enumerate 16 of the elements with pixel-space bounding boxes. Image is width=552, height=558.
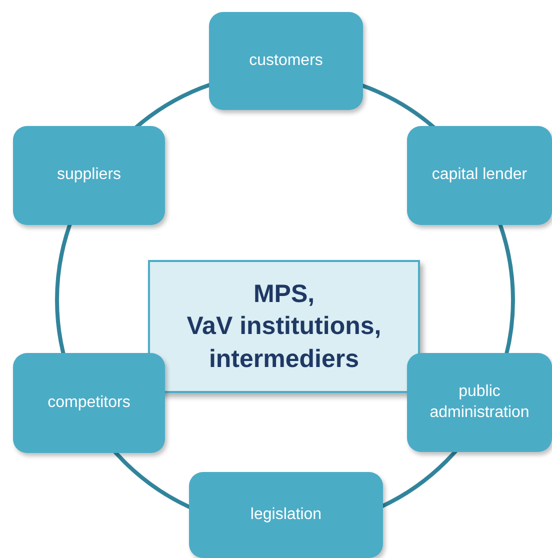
node-text: customers	[249, 50, 323, 71]
node-text: MPS,	[253, 278, 315, 310]
stakeholder-box	[407, 126, 552, 225]
node-text: intermediers	[208, 344, 360, 375]
node-text: suppliers	[56, 165, 122, 186]
stakeholder-box	[209, 12, 363, 110]
node-text: competitors	[48, 392, 130, 413]
node-text: capital lender	[432, 165, 528, 186]
center-box	[148, 260, 420, 393]
stakeholder-box	[13, 353, 165, 453]
stakeholder-box	[189, 472, 383, 558]
stakeholder-box	[13, 126, 165, 225]
node-text: legislation	[250, 504, 322, 525]
node-text: public administration	[428, 382, 530, 422]
stakeholder-box	[407, 353, 552, 452]
node-text: VaV institutions,	[186, 311, 382, 342]
